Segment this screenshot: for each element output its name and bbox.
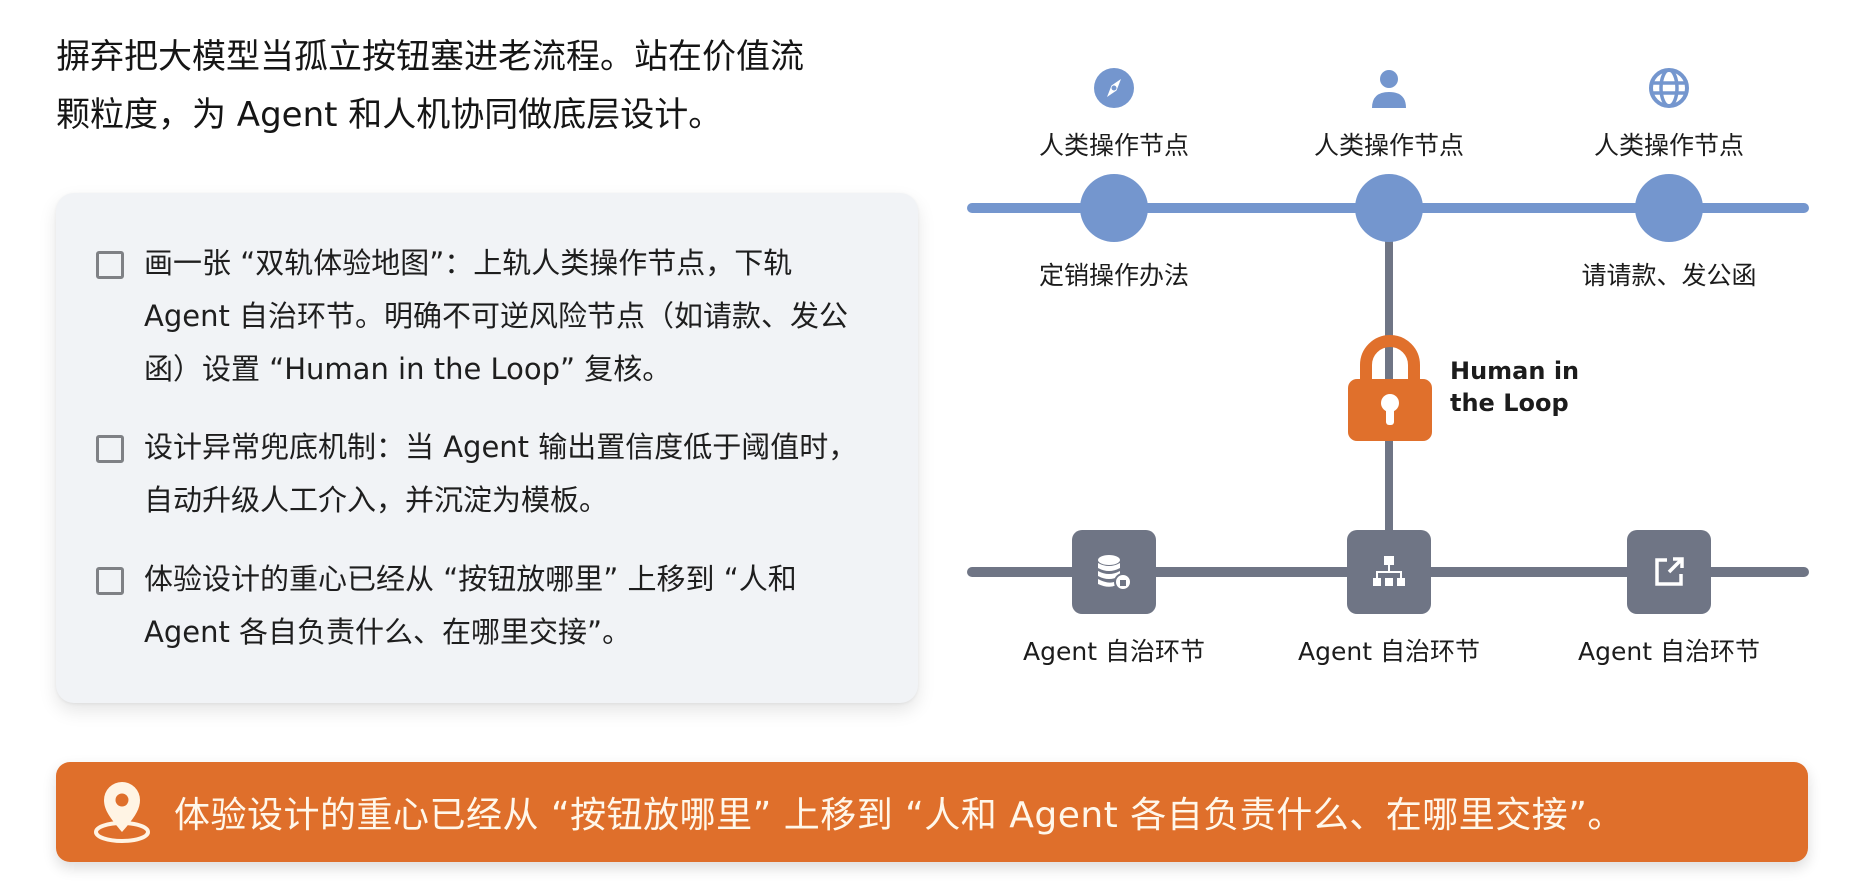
human-node-3[interactable] (1635, 174, 1703, 242)
agent-node-3[interactable] (1627, 530, 1711, 614)
checkbox[interactable] (96, 567, 124, 595)
action-checklist-card: 画一张 “双轨体验地图”：上轨人类操作节点，下轨 Agent 自治环节。明确不可… (56, 193, 918, 703)
checklist-item: 体验设计的重心已经从 “按钮放哪里” 上移到 “人和 Agent 各自负责什么、… (96, 553, 886, 659)
checklist-item-text: 设计异常兜底机制：当 Agent 输出置信度低于阈值时，自动升级人工介入，并沉淀… (144, 430, 858, 517)
human-node-sublabel: 请请款、发公函 (1581, 261, 1757, 290)
headline-line-2: 颗粒度，为 Agent 和人机协同做底层设计。 (56, 95, 723, 135)
human-node-label: 人类操作节点 (1593, 131, 1744, 160)
dual-track-experience-map: 人类操作节点 人类操作节点 人类操作节点 定销操作办法 请请款、发公函 Huma… (960, 40, 1862, 690)
human-node-2[interactable] (1355, 174, 1423, 242)
checkbox[interactable] (96, 435, 124, 463)
user-icon (1372, 70, 1406, 108)
compass-icon (1094, 68, 1134, 108)
globe-icon (1649, 68, 1689, 108)
checklist-item: 画一张 “双轨体验地图”：上轨人类操作节点，下轨 Agent 自治环节。明确不可… (96, 237, 886, 396)
page-headline: 摒弃把大模型当孤立按钮塞进老流程。站在价值流 颗粒度，为 Agent 和人机协同… (56, 28, 916, 144)
human-node-1[interactable] (1080, 174, 1148, 242)
external-link-icon (1655, 557, 1684, 586)
human-in-the-loop-label: Human in the Loop (1450, 357, 1580, 417)
human-node-label: 人类操作节点 (1313, 131, 1464, 160)
human-node-sublabel: 定销操作办法 (1038, 261, 1189, 290)
checklist-item: 设计异常兜底机制：当 Agent 输出置信度低于阈值时，自动升级人工介入，并沉淀… (96, 421, 886, 527)
checklist-item-text: 画一张 “双轨体验地图”：上轨人类操作节点，下轨 Agent 自治环节。明确不可… (144, 246, 849, 386)
key-takeaway-banner: 体验设计的重心已经从 “按钮放哪里” 上移到 “人和 Agent 各自负责什么、… (56, 762, 1808, 862)
agent-node-1[interactable] (1072, 530, 1156, 614)
headline-line-1: 摒弃把大模型当孤立按钮塞进老流程。站在价值流 (56, 37, 804, 77)
agent-node-label: Agent 自治环节 (1578, 637, 1760, 666)
agent-node-2[interactable] (1347, 530, 1431, 614)
hierarchy-icon (1373, 556, 1405, 586)
lock-icon[interactable] (1346, 335, 1434, 443)
checklist-item-text: 体验设计的重心已经从 “按钮放哪里” 上移到 “人和 Agent 各自负责什么、… (144, 562, 797, 649)
agent-node-label: Agent 自治环节 (1298, 637, 1480, 666)
location-pin-icon (94, 782, 150, 843)
human-node-label: 人类操作节点 (1038, 131, 1189, 160)
banner-text: 体验设计的重心已经从 “按钮放哪里” 上移到 “人和 Agent 各自负责什么、… (174, 795, 1624, 836)
checkbox[interactable] (96, 251, 124, 279)
agent-node-label: Agent 自治环节 (1023, 637, 1205, 666)
database-lock-icon (1098, 555, 1132, 591)
